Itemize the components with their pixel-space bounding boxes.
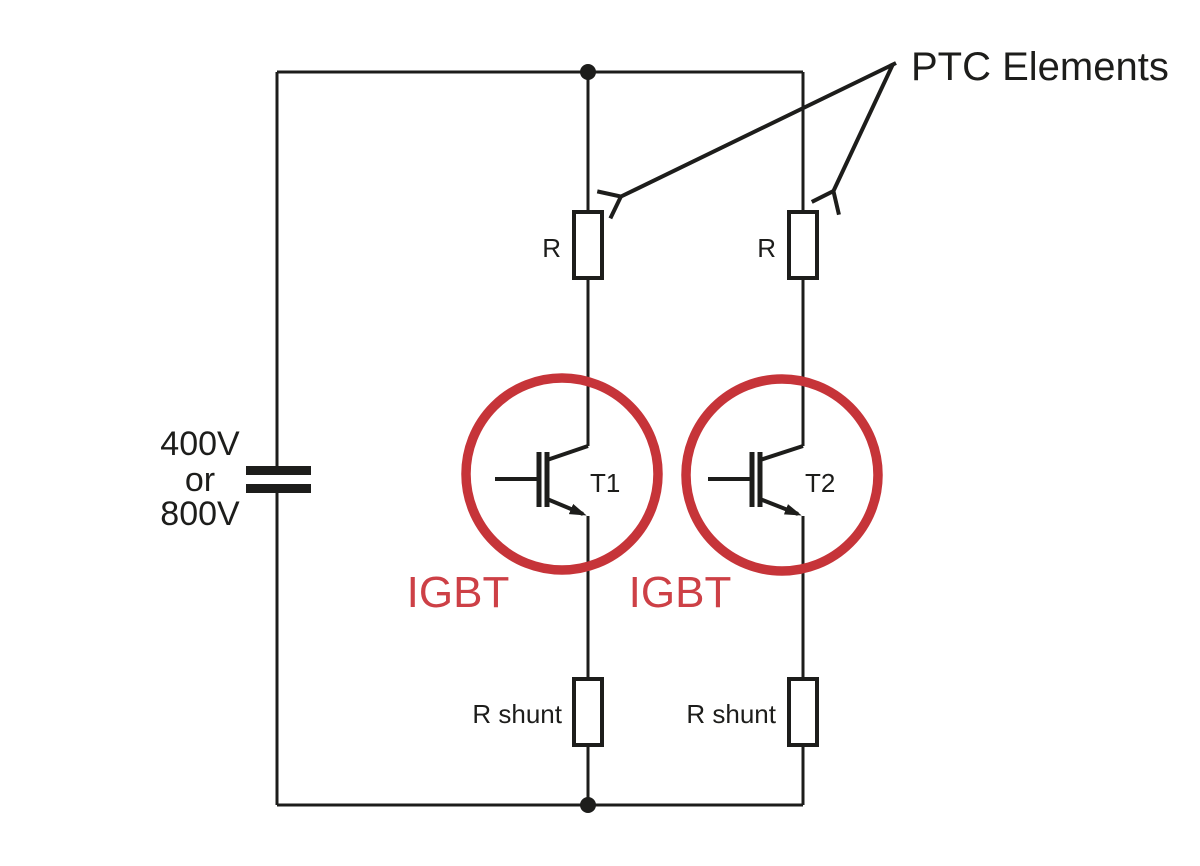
igbt-highlight-circle-2 — [681, 374, 883, 576]
shunt-resistor-2-label: R shunt — [686, 699, 776, 729]
igbt-transistor-2 — [708, 444, 804, 516]
emitter-arrow-2 — [759, 497, 802, 516]
igbt-caption-1: IGBT — [407, 568, 510, 617]
ptc-resistor-2 — [787, 210, 819, 280]
igbt-highlight-circle-1 — [461, 373, 663, 575]
collector-lead-2 — [759, 444, 804, 462]
transistor-2-label: T2 — [805, 468, 835, 498]
shunt-resistor-2 — [787, 677, 819, 747]
transistor-1-label: T1 — [590, 468, 620, 498]
igbt-transistor-1 — [495, 444, 589, 516]
voltage-label-line1: 400V — [160, 425, 240, 463]
igbt-caption-2: IGBT — [629, 568, 732, 617]
voltage-label-line2: or — [185, 461, 215, 499]
ptc-resistor-1-label: R — [542, 233, 561, 263]
bottom-junction-dot — [580, 797, 596, 813]
top-junction-dot — [580, 64, 596, 80]
shunt-resistor-1 — [572, 677, 604, 747]
shunt-resistor-1-label: R shunt — [472, 699, 562, 729]
capacitor-top-plate — [246, 466, 311, 475]
voltage-label-line3: 800V — [160, 495, 240, 533]
ptc-resistor-1 — [572, 210, 604, 280]
collector-lead-1 — [546, 444, 589, 462]
ptc-annotation-arrow-1 — [596, 61, 897, 220]
dc-source-capacitor — [246, 466, 311, 493]
ptc-elements-label: PTC Elements — [911, 45, 1169, 89]
ptc-resistor-2-label: R — [757, 233, 776, 263]
ptc-annotation-arrow-2 — [810, 63, 895, 216]
capacitor-bottom-plate — [246, 484, 311, 493]
emitter-arrow-1 — [546, 497, 587, 516]
